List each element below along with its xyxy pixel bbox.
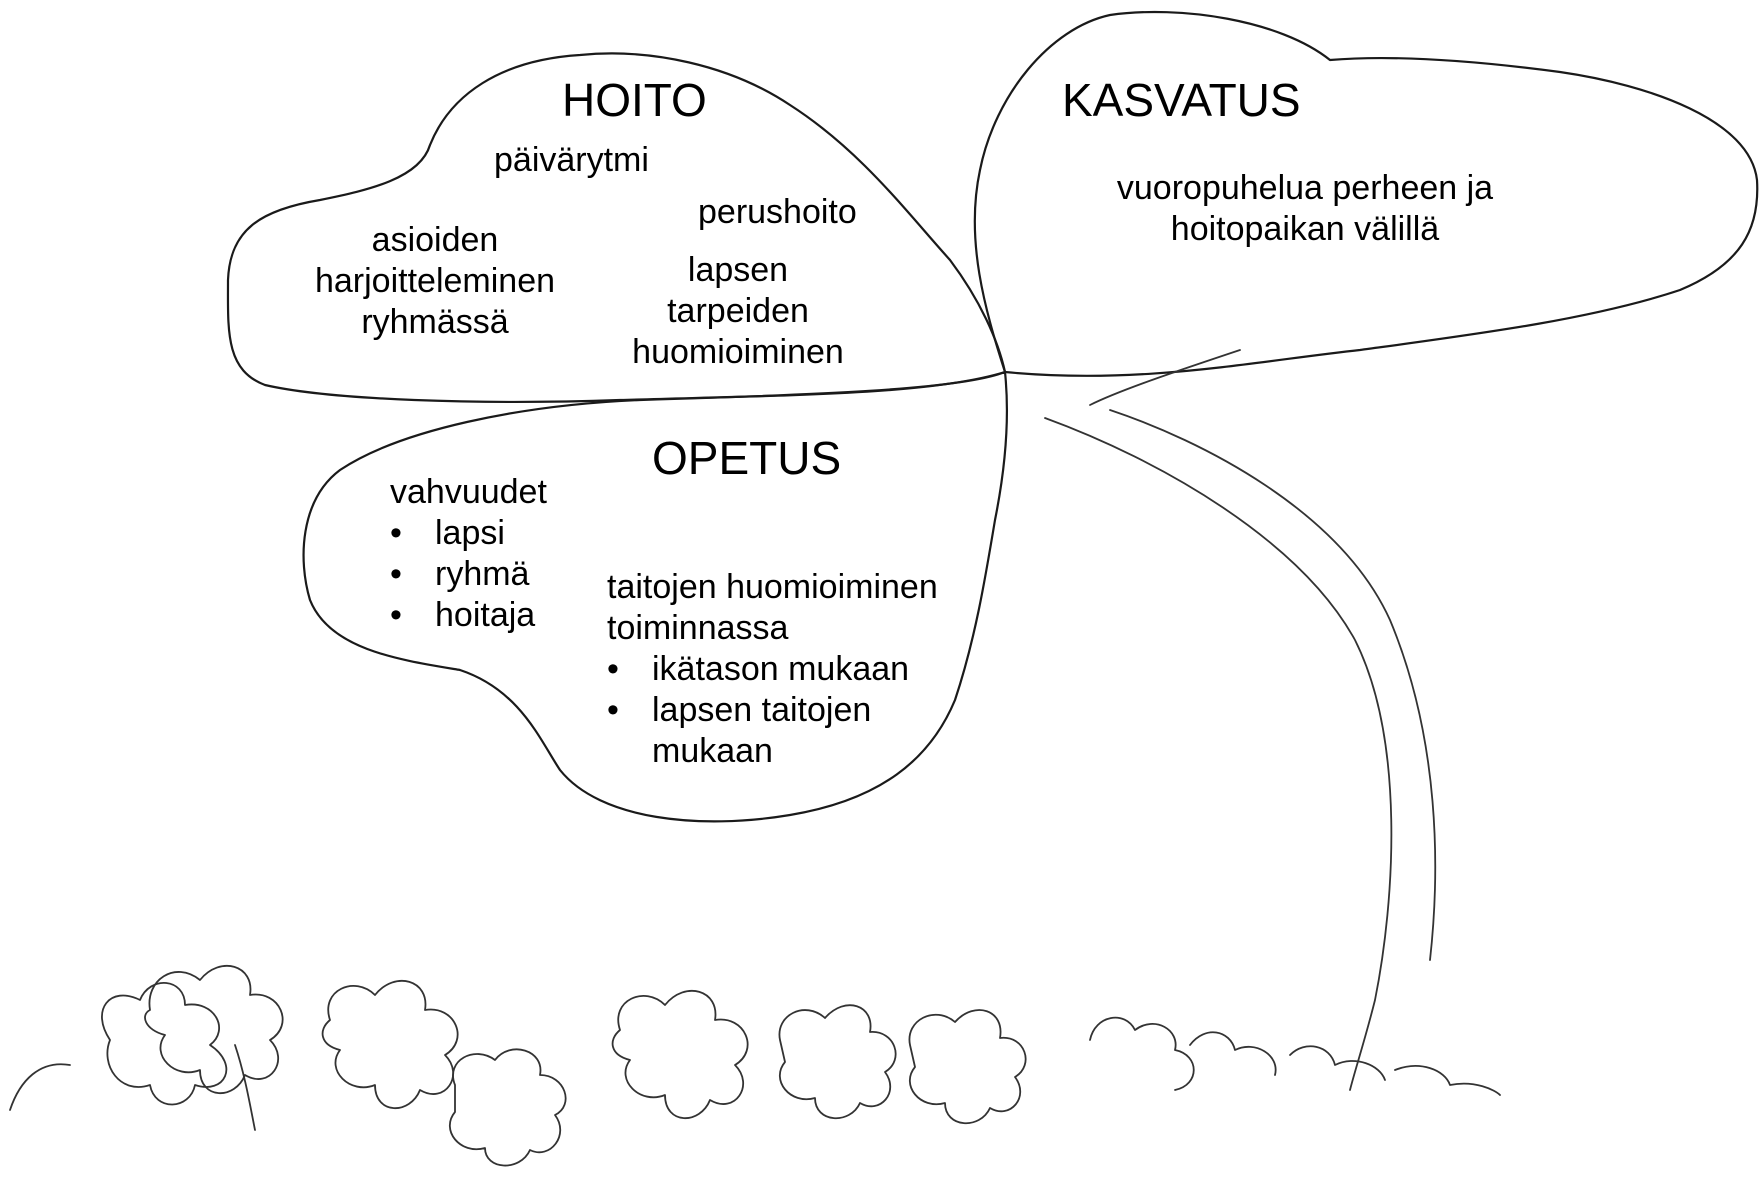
vahvuudet-item-ryhma: ryhmä: [390, 554, 535, 595]
taitojen-item-ikatason: ikätason mukaan: [607, 649, 909, 690]
vahvuudet-item-lapsi: lapsi: [390, 513, 535, 554]
hoito-asioiden-line1: asioiden: [300, 220, 570, 261]
vahvuudet-label: vahvuudet: [390, 472, 547, 513]
kasvatus-text: vuoropuhelua perheen ja hoitopaikan väli…: [1080, 168, 1530, 250]
hoito-heading: HOITO: [562, 74, 707, 126]
kasvatus-text-line2: hoitopaikan välillä: [1080, 209, 1530, 250]
kasvatus-heading: KASVATUS: [1062, 74, 1301, 126]
hoito-lapsen: lapsen tarpeiden huomioiminen: [618, 250, 858, 373]
hoito-asioiden-line3: ryhmässä: [300, 302, 570, 343]
taitojen-label: taitojen huomioiminen toiminnassa: [607, 567, 938, 649]
hoito-perushoito: perushoito: [698, 192, 857, 233]
opetus-heading: OPETUS: [652, 432, 841, 484]
hoito-paivarytmi: päivärytmi: [494, 140, 649, 181]
hoito-asioiden: asioiden harjoitteleminen ryhmässä: [300, 220, 570, 343]
vahvuudet-item-hoitaja: hoitaja: [390, 595, 535, 636]
ground-clovers: [10, 966, 1500, 1166]
vahvuudet-list: lapsi ryhmä hoitaja: [390, 513, 535, 636]
stem-join: [1090, 350, 1240, 405]
hoito-lapsen-line2: tarpeiden: [618, 291, 858, 332]
taitojen-label-line2: toiminnassa: [607, 608, 938, 649]
hoito-lapsen-line3: huomioiminen: [618, 332, 858, 373]
taitojen-item-lapsen-line2: mukaan: [652, 732, 773, 770]
taitojen-item-lapsen-line1: lapsen taitojen: [652, 691, 871, 729]
stem-left: [1045, 418, 1391, 1090]
stem-right: [1110, 410, 1435, 960]
kasvatus-text-line1: vuoropuhelua perheen ja: [1080, 168, 1530, 209]
taitojen-label-line1: taitojen huomioiminen: [607, 567, 938, 608]
hoito-asioiden-line2: harjoitteleminen: [300, 261, 570, 302]
hoito-lapsen-line1: lapsen: [618, 250, 858, 291]
